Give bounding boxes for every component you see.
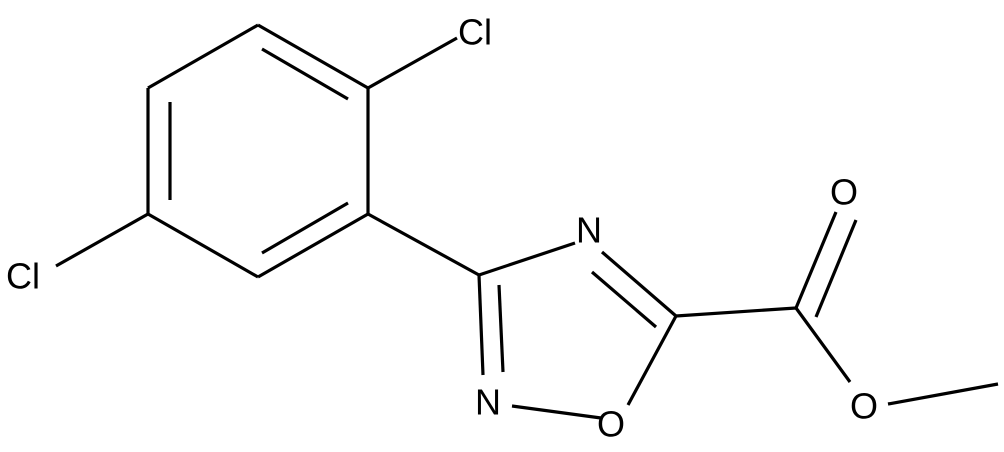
bond-ring-2 [257,23,369,90]
bond-n2-c3 [477,274,485,376]
bond-ester-o-methyl [887,382,999,406]
bond-carbonyl-c-o-double [814,219,858,318]
bond-aryl-oxadiazole [367,212,480,277]
bond-n4-c5-double [590,270,658,329]
atom-o-ester: O [850,386,878,427]
bond-c5-o1 [626,315,678,406]
bond-c-cl-left [55,212,149,268]
bond-ring-2-inner [261,47,349,101]
bond-n4-c5 [600,250,678,318]
bonds [55,23,999,420]
bond-ring-4 [257,212,369,279]
atom-n-ring-bottom: N [475,382,501,423]
bond-ring-1 [147,23,259,90]
atom-o-carbonyl: O [830,172,858,213]
atom-cl-top: Cl [458,12,492,53]
bond-carbonyl-c-ester-o [794,307,852,383]
atom-o-ring: O [597,404,625,445]
bond-c3-n4 [478,241,576,277]
atom-labels: Cl Cl N N O O O [6,12,878,445]
bond-n2-c3-double [497,284,505,373]
atom-n-ring-top: N [576,210,602,251]
atom-cl-left: Cl [6,256,40,297]
bond-ring-4-inner [261,201,349,255]
bond-c-cl-top [367,36,458,90]
bond-ring-5 [147,212,259,279]
bond-c5-carbonyl-c [675,306,797,318]
bond-o1-n2 [511,404,602,420]
bond-carbonyl-c-o [794,211,838,309]
